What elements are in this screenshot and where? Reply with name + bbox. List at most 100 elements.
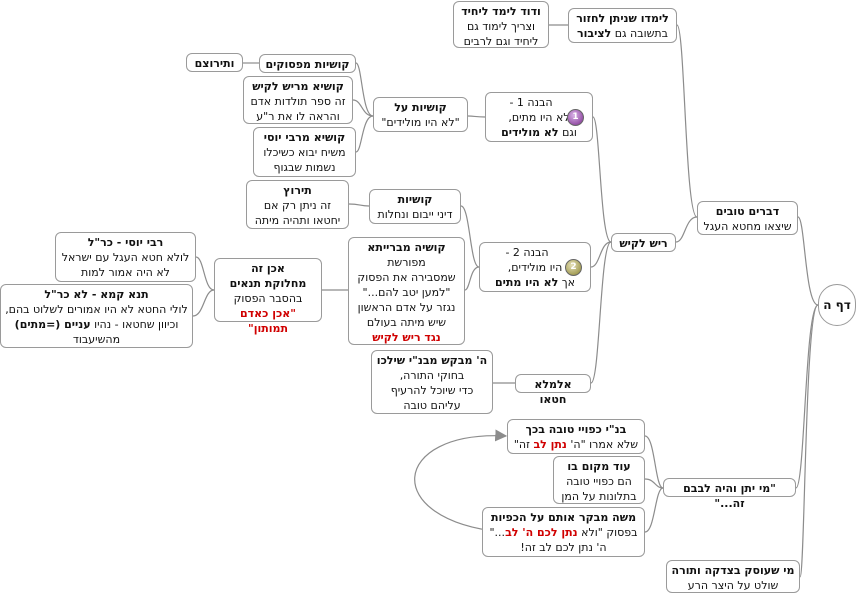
- node-text: מחלוקת תנאים: [229, 277, 307, 290]
- node-text: וכיוון שחטאו - נהיו עניים (=מתים): [5, 317, 188, 332]
- node-teirutz[interactable]: תירוץ זה ניתן רק אם יחטאו ותהיה מיתה: [246, 180, 349, 229]
- node-kushia-baraita[interactable]: קושיה מברייתא מפורשת שמסבירה את הפסוק "ל…: [348, 237, 465, 345]
- node-havana-1[interactable]: הבנה 1 - לא היו מתים, וגם לא מולידים 1: [485, 92, 593, 142]
- node-text: לא היה אמור למות: [81, 266, 170, 279]
- node-text: היו מולידים,: [507, 261, 563, 274]
- node-title: אלמלא חטאו: [534, 378, 572, 406]
- node-veteirutzam[interactable]: ותירוצם: [186, 53, 243, 72]
- node-text: שמסבירה את הפסוק: [357, 271, 456, 284]
- node-title: מי שעוסק בצדקה ותורה: [671, 564, 795, 577]
- node-text-red: "אכן כאדם תמותון": [240, 307, 296, 335]
- node-havana-2[interactable]: הבנה 2 - היו מולידים, אך לא היו מתים 2: [479, 242, 591, 292]
- node-text: מהשיעבוד: [72, 333, 121, 346]
- node-text-red: נגד ריש לקיש: [372, 331, 441, 344]
- node-title: קושיא מרבי יוסי: [263, 131, 346, 144]
- node-text: עליהם טובה: [403, 399, 461, 412]
- node-title: קושיה מברייתא: [367, 241, 446, 254]
- node-title: קושיא מריש לקיש: [252, 80, 344, 93]
- node-reish-lakish[interactable]: ריש לקיש: [611, 233, 676, 252]
- node-hashem-mevakesh[interactable]: ה' מבקש מבנ"י שילכו בחוקי התורה, כדי שיו…: [371, 350, 493, 414]
- node-title: קושיות: [397, 193, 433, 206]
- node-text: שיש מיתה בעולם: [366, 316, 447, 329]
- node-text: כדי שיוכל להרעיף: [390, 384, 474, 397]
- node-text: בתשובה גם לציבור: [573, 26, 672, 41]
- node-title: תנא קמא - לא כר"ל: [44, 288, 149, 301]
- node-od-makom[interactable]: עוד מקום בו הם כפויי טובה בתלונות על המן: [553, 456, 645, 504]
- node-text: בחוקי התורה,: [399, 369, 465, 382]
- node-text: וצריך לימוד גם: [466, 20, 536, 33]
- node-text: דיני ייבום ונחלות: [377, 208, 453, 221]
- node-title: ותירוצם: [194, 57, 235, 70]
- node-text-part: אך: [558, 276, 576, 289]
- node-text: הם כפויי טובה: [566, 475, 632, 488]
- node-text-bold: לא מולידים: [501, 126, 559, 139]
- node-text: נגזר על אדם הראשון: [357, 301, 456, 314]
- node-text-part: זה": [513, 438, 534, 451]
- node-text-part: שלא אמרו "ה': [566, 438, 639, 451]
- node-text-part: וגם: [558, 126, 577, 139]
- node-kushiot-mipsukim[interactable]: קושיות מפסוקים: [259, 54, 356, 73]
- node-text-bold: לציבור: [577, 27, 612, 40]
- node-kushia-reish[interactable]: קושיא מריש לקיש זה ספר תולדות אדם והראה …: [243, 76, 353, 124]
- node-title: רבי יוסי - כר"ל: [87, 236, 164, 249]
- node-tana-kama[interactable]: תנא קמא - לא כר"ל לולי החטא לא היו אמורי…: [0, 284, 193, 348]
- node-text: אך לא היו מתים: [484, 275, 586, 290]
- node-limdu[interactable]: לימדו שניתן לחזור בתשובה גם לציבור: [568, 8, 677, 43]
- node-text: לא היו מתים,: [508, 111, 570, 124]
- node-text: יחטאו ותהיה מיתה: [254, 214, 341, 227]
- node-mi-sheosek[interactable]: מי שעוסק בצדקה ותורה שולט על היצר הרע: [666, 560, 800, 593]
- node-title: אכן זה: [251, 262, 285, 275]
- node-kushia-yosi[interactable]: קושיא מרבי יוסי משיח יבוא כשיכלו נשמות ש…: [253, 127, 356, 177]
- node-title: ריש לקיש: [619, 237, 668, 250]
- node-title: ודוד לימד ליחיד: [461, 5, 541, 18]
- node-title: קושיות על: [394, 101, 447, 114]
- node-bnei-kfuyei[interactable]: בנ"י כפויי טובה בכך שלא אמרו "ה' נתן לב …: [507, 419, 645, 454]
- node-text: וגם לא מולידים: [490, 125, 588, 140]
- node-title: דברים טובים: [715, 205, 780, 218]
- node-mi-yiten[interactable]: "מי יתן והיה לבבם זה...": [663, 478, 796, 510]
- node-text-red: נתן לכם ה' לב: [505, 526, 578, 539]
- node-title: תירוץ: [283, 184, 312, 197]
- node-text: "למען יטב להם...": [362, 286, 451, 299]
- number-badge-icon: 2: [565, 259, 582, 276]
- node-text: שיצאו מחטא העגל: [703, 220, 792, 233]
- node-title: לימדו שניתן לחזור: [576, 12, 669, 25]
- number-badge-icon: 1: [567, 109, 584, 126]
- node-title: עוד מקום בו: [567, 460, 631, 473]
- node-title: "מי יתן והיה לבבם זה...": [683, 482, 776, 510]
- node-text: זה ספר תולדות אדם: [250, 95, 346, 108]
- node-text: זה ניתן רק אם: [263, 199, 332, 212]
- node-text-part: בפסוק "ולא: [577, 526, 638, 539]
- node-kushiot-2[interactable]: קושיות דיני ייבום ונחלות: [369, 189, 461, 224]
- node-moshe[interactable]: משה מבקר אותם על הכפיות בפסוק "ולא נתן ל…: [482, 507, 645, 557]
- node-text: בפסוק "ולא נתן לכם ה' לב...": [487, 525, 640, 540]
- node-text: מפורשת: [387, 256, 426, 269]
- node-title: בנ"י כפויי טובה בכך: [525, 423, 627, 436]
- node-dvarim-tovim[interactable]: דברים טובים שיצאו מחטא העגל: [697, 201, 798, 235]
- node-achen[interactable]: אכן זה מחלוקת תנאים בהסבר הפסוק "אכן כאד…: [214, 258, 322, 335]
- node-text-part: וכיוון שחטאו - נהיו: [90, 318, 179, 331]
- node-rabbi-yosi[interactable]: רבי יוסי - כר"ל לולא חטא העגל עם ישראל ל…: [55, 232, 196, 282]
- node-text: הבנה 1 -: [509, 96, 553, 109]
- node-text: משיח יבוא כשיכלו: [263, 146, 346, 159]
- node-david[interactable]: ודוד לימד ליחיד וצריך לימוד גם ליחיד וגם…: [453, 1, 549, 48]
- node-text: "לא היו מולידים": [381, 116, 460, 129]
- root-node[interactable]: דף ה: [818, 284, 856, 326]
- node-text: לולי החטא לא היו אמורים לשלוט בהם,: [5, 303, 188, 316]
- node-title: ה' מבקש מבנ"י שילכו: [376, 354, 488, 367]
- node-title: קושיות מפסוקים: [265, 58, 350, 71]
- node-text-part: ...": [489, 526, 506, 539]
- node-text: והראה לו את ר"ע: [256, 110, 340, 123]
- node-text: ליחיד וגם לרבים: [463, 35, 539, 48]
- node-text-bold: לא היו מתים: [494, 276, 559, 289]
- node-almale[interactable]: אלמלא חטאו: [515, 374, 591, 406]
- node-kushiot-al[interactable]: קושיות על "לא היו מולידים": [373, 97, 468, 132]
- node-text: שולט על היצר הרע: [687, 579, 779, 592]
- node-title: משה מבקר אותם על הכפיות: [490, 511, 637, 524]
- node-text-bold: עניים (=מתים): [14, 318, 91, 331]
- node-text: הבנה 2 -: [505, 246, 549, 259]
- root-label: דף ה: [823, 297, 851, 312]
- node-text: לולא חטא העגל עם ישראל: [61, 251, 190, 264]
- node-text-part: בתשובה גם: [611, 27, 668, 40]
